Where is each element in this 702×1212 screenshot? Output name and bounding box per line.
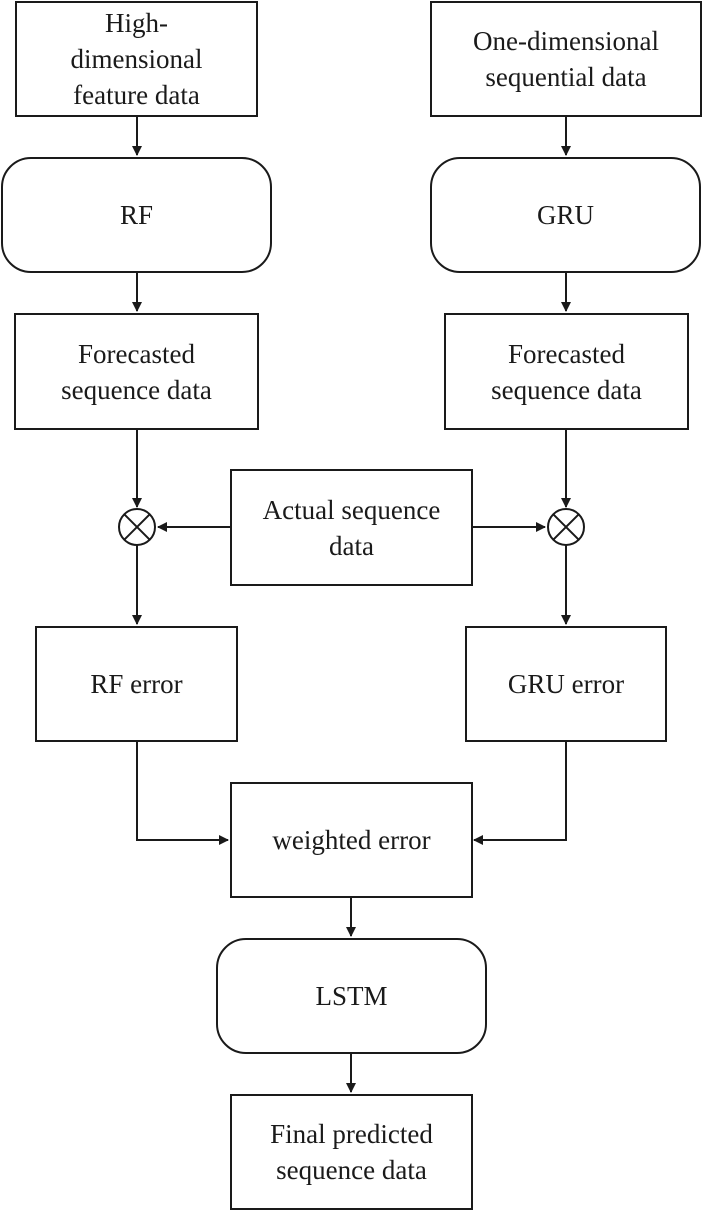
left-multiply-junction xyxy=(118,508,156,546)
final-predicted-sequence-data-label: Final predicted sequence data xyxy=(270,1119,433,1185)
actual-sequence-data-label: Actual sequence data xyxy=(262,494,441,561)
rf-model-box: RF xyxy=(1,157,272,273)
high-dimensional-feature-data-box: High- dimensional feature data xyxy=(15,1,258,117)
arrow-gru-error-to-weighted xyxy=(473,742,567,845)
gru-forecast-label: Forecasted sequence data xyxy=(491,338,642,405)
gru-error-box: GRU error xyxy=(465,626,667,742)
weighted-error-box: weighted error xyxy=(230,782,473,898)
lstm-model-label: LSTM xyxy=(315,981,388,1011)
rf-forecast-label: Forecasted sequence data xyxy=(61,338,212,405)
high-dimensional-feature-data-label: High- dimensional feature data xyxy=(70,8,203,110)
one-dimensional-sequential-data-box: One-dimensional sequential data xyxy=(430,1,702,117)
lstm-model-box: LSTM xyxy=(216,938,487,1054)
one-dimensional-sequential-data-label: One-dimensional sequential data xyxy=(473,26,659,92)
gru-error-label: GRU error xyxy=(507,669,625,699)
arrow-rf-error-to-weighted xyxy=(136,742,229,845)
final-predicted-sequence-data-box: Final predicted sequence data xyxy=(230,1094,473,1210)
gru-forecast-box: Forecasted sequence data xyxy=(444,313,689,430)
gru-model-label: GRU xyxy=(536,200,594,230)
rf-error-label: RF error xyxy=(90,669,183,699)
rf-model-label: RF xyxy=(119,200,154,230)
actual-sequence-data-box: Actual sequence data xyxy=(230,469,473,586)
rf-error-box: RF error xyxy=(35,626,238,742)
gru-model-box: GRU xyxy=(430,157,701,273)
right-multiply-junction xyxy=(547,508,585,546)
rf-forecast-box: Forecasted sequence data xyxy=(14,313,259,430)
weighted-error-label: weighted error xyxy=(272,825,431,855)
